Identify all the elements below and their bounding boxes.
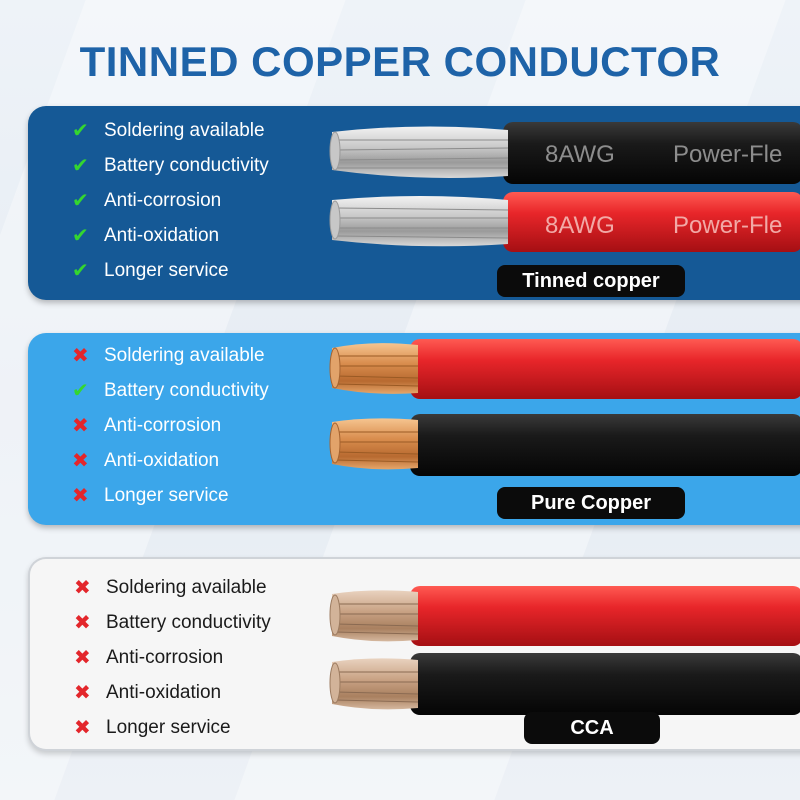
feature-label: Anti-corrosion (104, 415, 222, 436)
feature-row: ✔ Anti-corrosion (72, 186, 221, 216)
cross-icon: ✖ (72, 345, 89, 367)
cable-print-brand: Power-Fle (673, 141, 782, 168)
feature-row: ✖ Longer service (74, 713, 231, 743)
badge-cca: CCA (524, 712, 660, 744)
feature-row: ✖ Anti-corrosion (72, 411, 221, 441)
feature-label: Longer service (104, 485, 229, 506)
badge-tinned-copper: Tinned copper (497, 265, 685, 297)
cable-red-cca (329, 586, 800, 646)
feature-row: ✔ Anti-oxidation (72, 221, 219, 251)
feature-label: Anti-corrosion (104, 190, 222, 211)
feature-row: ✔ Soldering available (72, 116, 265, 146)
cross-icon: ✖ (72, 485, 89, 507)
cable-print-gauge: 8AWG (545, 141, 615, 168)
feature-label: Anti-oxidation (104, 225, 220, 246)
check-icon: ✔ (72, 260, 89, 282)
check-icon: ✔ (72, 120, 89, 142)
cable-black-tinned (329, 122, 800, 184)
feature-label: Soldering available (106, 577, 267, 598)
page-title: TINNED COPPER CONDUCTOR (79, 38, 721, 85)
feature-label: Soldering available (104, 120, 265, 141)
feature-label: Anti-corrosion (106, 647, 224, 668)
feature-label: Battery conductivity (104, 155, 269, 176)
feature-label: Anti-oxidation (104, 450, 220, 471)
cross-icon: ✖ (72, 415, 89, 437)
check-icon: ✔ (72, 155, 89, 177)
feature-label: Battery conductivity (106, 612, 271, 633)
feature-row: ✖ Soldering available (74, 573, 267, 603)
feature-label: Longer service (106, 717, 231, 738)
cable-print-gauge: 8AWG (545, 212, 615, 239)
cable-red-tinned (329, 192, 800, 252)
feature-row: ✖ Battery conductivity (74, 608, 271, 638)
cable-black-cca (329, 653, 800, 715)
badge-pure-copper: Pure Copper (497, 487, 685, 519)
feature-row: ✖ Anti-oxidation (74, 678, 221, 708)
feature-row: ✖ Anti-corrosion (74, 643, 223, 673)
feature-label: Anti-oxidation (106, 682, 222, 703)
cross-icon: ✖ (74, 612, 91, 634)
cross-icon: ✖ (74, 682, 91, 704)
cable-print-brand: Power-Fle (673, 212, 782, 239)
cross-icon: ✖ (74, 717, 91, 739)
feature-label: Battery conductivity (104, 380, 269, 401)
check-icon: ✔ (72, 380, 89, 402)
feature-label: Soldering available (104, 345, 265, 366)
cross-icon: ✖ (74, 647, 91, 669)
check-icon: ✔ (72, 225, 89, 247)
feature-row: ✔ Battery conductivity (72, 376, 269, 406)
feature-row: ✔ Battery conductivity (72, 151, 269, 181)
check-icon: ✔ (72, 190, 89, 212)
cable-black-pure (329, 414, 800, 476)
cable-red-pure (329, 339, 800, 399)
feature-label: Longer service (104, 260, 229, 281)
feature-row: ✔ Longer service (72, 256, 229, 286)
feature-row: ✖ Longer service (72, 481, 229, 511)
cross-icon: ✖ (72, 450, 89, 472)
feature-row: ✖ Anti-oxidation (72, 446, 219, 476)
feature-row: ✖ Soldering available (72, 341, 265, 371)
cross-icon: ✖ (74, 577, 91, 599)
